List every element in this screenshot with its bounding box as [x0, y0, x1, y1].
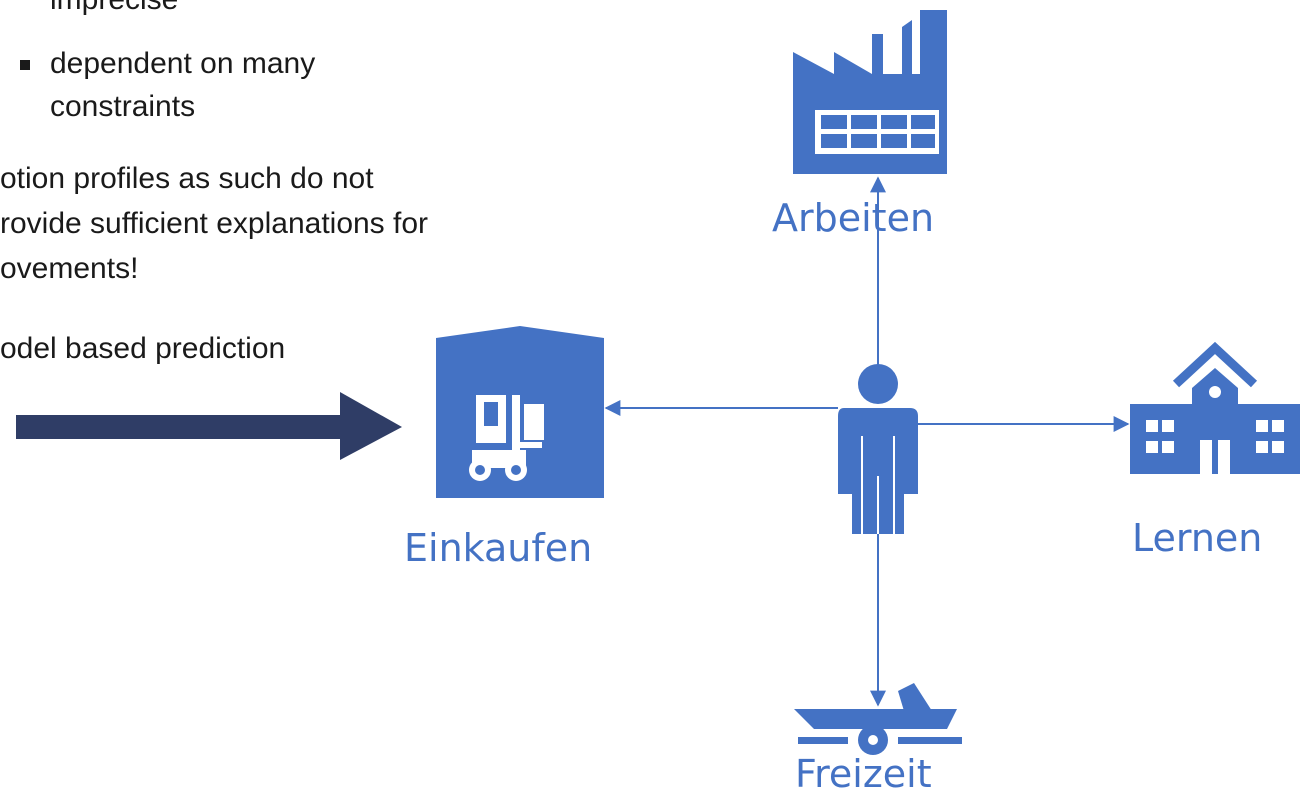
node-label-einkaufen: Einkaufen [404, 526, 593, 570]
paragraph-line: otion profiles as such do not [0, 162, 374, 195]
school-icon [1130, 341, 1300, 474]
node-label-lernen: Lernen [1132, 516, 1263, 560]
bullet-text-dependent: dependent on many [50, 47, 316, 80]
big-right-arrow [16, 392, 402, 460]
node-label-freizeit: Freizeit [795, 752, 932, 796]
bullet-marker [20, 60, 30, 70]
factory-icon [793, 10, 947, 174]
bullet-text-constraints: constraints [50, 90, 196, 123]
warehouse-forklift-icon [436, 326, 604, 498]
connector-lines [604, 176, 1130, 707]
bullet-text-imprecise: imprecise [50, 0, 178, 18]
node-label-arbeiten: Arbeiten [772, 196, 935, 240]
paragraph-line: rovide sufficient explanations for [0, 207, 429, 240]
boat-trailer-icon [794, 683, 962, 755]
paragraph-line: ovements! [0, 252, 139, 285]
model-based-prediction-text: odel based prediction [0, 332, 286, 365]
person-icon [838, 364, 918, 534]
